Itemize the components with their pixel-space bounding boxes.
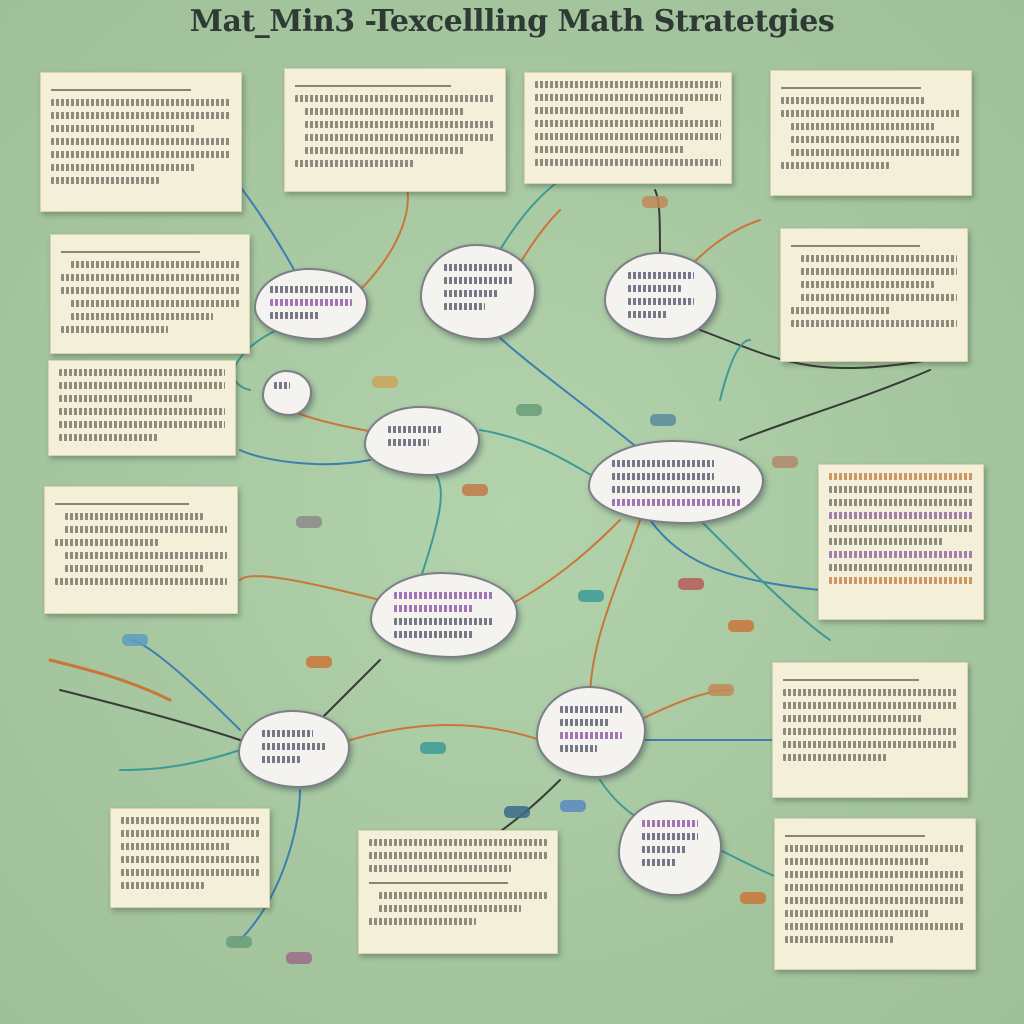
tag-marker — [728, 620, 754, 632]
note-right-1 — [780, 228, 968, 362]
tag-marker — [296, 516, 322, 528]
map-title: Mat_Min3 -Texcellling Math Stratetgies — [189, 4, 835, 39]
bubble-center — [370, 572, 518, 658]
note-bottom-left — [110, 808, 270, 908]
tag-marker — [708, 684, 734, 696]
tag-marker — [226, 936, 252, 948]
note-bottom-center — [358, 830, 558, 954]
bubble-lower-center — [536, 686, 646, 778]
tag-marker — [642, 196, 668, 208]
tag-marker — [122, 634, 148, 646]
bubble-upper-center — [420, 244, 536, 340]
tag-marker — [286, 952, 312, 964]
note-top-right — [770, 70, 972, 196]
note-top-center-right — [524, 72, 732, 184]
bubble-small-left — [262, 370, 312, 416]
tag-marker — [372, 376, 398, 388]
bubble-middle-left — [364, 406, 480, 476]
bubble-lower-left — [238, 710, 350, 788]
note-left-1 — [50, 234, 250, 354]
tag-marker — [578, 590, 604, 602]
note-left-3 — [44, 486, 238, 614]
bubble-lower-right — [618, 800, 722, 896]
tag-marker — [740, 892, 766, 904]
note-right-3 — [772, 662, 968, 798]
bubble-upper-left — [254, 268, 368, 340]
tag-marker — [516, 404, 542, 416]
bubble-middle-right — [588, 440, 764, 524]
tag-marker — [462, 484, 488, 496]
tag-marker — [650, 414, 676, 426]
note-top-center-left — [284, 68, 506, 192]
note-bottom-right — [774, 818, 976, 970]
note-right-2 — [818, 464, 984, 620]
tag-marker — [772, 456, 798, 468]
note-left-2 — [48, 360, 236, 456]
tag-marker — [678, 578, 704, 590]
tag-marker — [420, 742, 446, 754]
tag-marker — [306, 656, 332, 668]
bubble-upper-right — [604, 252, 718, 340]
tag-marker — [504, 806, 530, 818]
note-top-left — [40, 72, 242, 212]
tag-marker — [560, 800, 586, 812]
